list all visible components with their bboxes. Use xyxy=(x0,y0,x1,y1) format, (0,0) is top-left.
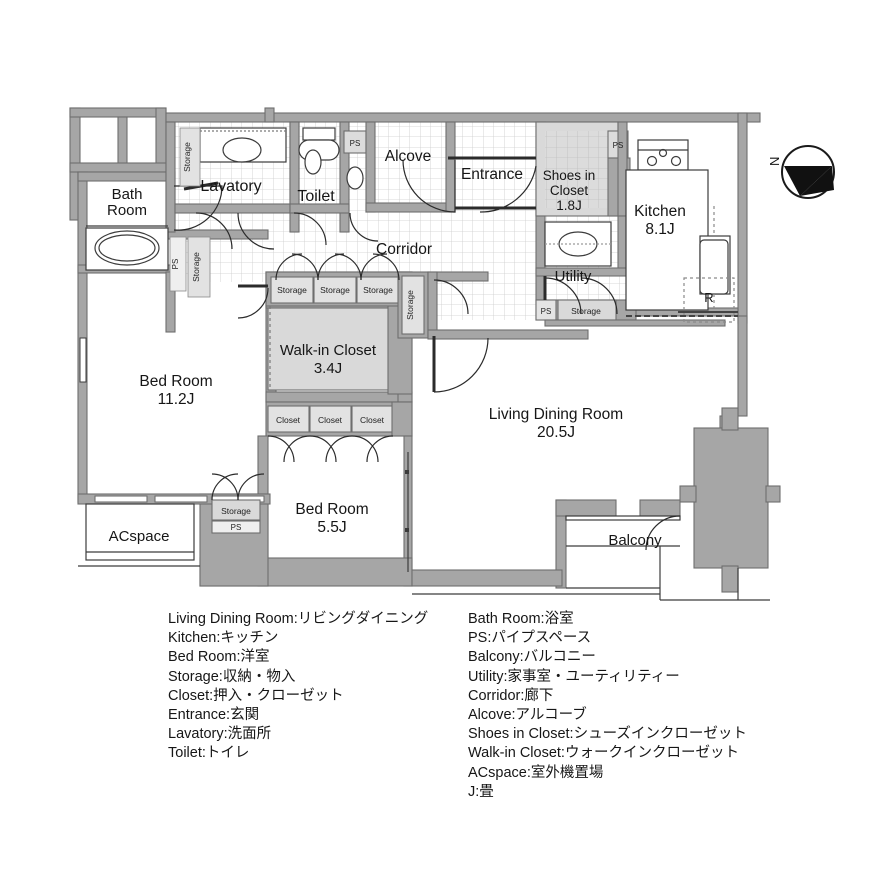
legend-item: PS:パイプスペース xyxy=(468,630,592,647)
legend-item: Shoes in Closet:シューズインクローゼット xyxy=(468,726,747,743)
compass-label: N xyxy=(767,157,782,166)
bathroom-label-line1: Bath xyxy=(112,186,143,203)
legend-item: Bath Room:浴室 xyxy=(468,611,574,627)
storage-label-bed2: Storage xyxy=(221,506,251,516)
kitchen-area: 8.1J xyxy=(645,221,674,238)
legend-item: Balcony:バルコニー xyxy=(468,649,596,666)
bedroom2-label: Bed Room xyxy=(295,501,368,518)
shoes-closet-label-line1: Shoes in xyxy=(543,168,596,183)
legend-item: Utility:家事室・ユーティリティー xyxy=(468,668,680,685)
legend-item: Storage:収納・物入 xyxy=(168,668,296,685)
north-arrow: N xyxy=(767,145,835,199)
shoes-closet-area: 1.8J xyxy=(556,198,582,213)
wic-area: 3.4J xyxy=(314,360,342,377)
bedroom2-area: 5.5J xyxy=(317,519,346,536)
corridor-label: Corridor xyxy=(376,241,432,258)
fixtures xyxy=(78,127,770,601)
wic-label: Walk-in Closet xyxy=(280,342,377,359)
bathroom-label-line2: Room xyxy=(107,202,147,219)
storage-labels: Storage PS Storage Storage Storage Stora… xyxy=(169,127,624,532)
legend-item: Kitchen:キッチン xyxy=(168,630,279,647)
storage-label-lavatory-top: Storage xyxy=(182,142,192,172)
ldr-area: 20.5J xyxy=(537,424,575,441)
bedroom1-label: Bed Room xyxy=(139,373,212,390)
legend-item: Alcove:アルコーブ xyxy=(468,706,587,723)
legend-item: J:畳 xyxy=(468,783,494,800)
lavatory-label: Lavatory xyxy=(200,178,261,195)
legend-right-column: Bath Room:浴室 PS:パイプスペース Balcony:バルコニー Ut… xyxy=(468,610,747,802)
utility-label: Utility xyxy=(555,268,592,285)
storage-label-left-vert: Storage xyxy=(191,252,201,282)
legend-item: Walk-in Closet:ウォークインクローゼット xyxy=(468,745,739,762)
closet-label-2: Closet xyxy=(318,415,343,425)
storage-label-corridor-vert: Storage xyxy=(405,290,415,320)
kitchen-label: Kitchen xyxy=(634,203,686,220)
door-swings xyxy=(173,156,681,551)
entrance-label: Entrance xyxy=(461,166,523,183)
ldr-label: Living Dining Room xyxy=(489,406,623,423)
storage-label-corridor-3: Storage xyxy=(363,285,393,295)
room-labels: Bath Room Lavatory Toilet Alcove Entranc… xyxy=(107,148,714,549)
legend-item: Corridor:廊下 xyxy=(468,687,554,704)
shoes-closet-label-line2: Closet xyxy=(550,183,589,198)
legend-item: Bed Room:洋室 xyxy=(168,649,270,666)
storage-label-utility: Storage xyxy=(571,306,601,316)
balcony-label: Balcony xyxy=(608,532,662,549)
bedroom1-area: 11.2J xyxy=(158,391,195,408)
ps-label-utility: PS xyxy=(541,307,552,316)
storage-label-corridor-1: Storage xyxy=(277,285,307,295)
ps-label-kitchen: PS xyxy=(613,141,624,150)
legend-left-column: Living Dining Room:リビングダイニング Kitchen:キッチ… xyxy=(168,610,428,764)
acspace-label: ACspace xyxy=(109,528,170,545)
legend-item: Entrance:玄関 xyxy=(168,706,260,723)
legend-item: ACspace:室外機置場 xyxy=(468,764,604,781)
storage-label-corridor-2: Storage xyxy=(320,285,350,295)
refrigerator-label: R xyxy=(704,290,713,305)
walls xyxy=(69,107,781,593)
legend-item: Lavatory:洗面所 xyxy=(168,726,272,743)
alcove-label: Alcove xyxy=(385,148,432,165)
legend-item: Closet:押入・クローゼット xyxy=(168,687,344,704)
closet-label-3: Closet xyxy=(360,415,385,425)
ps-label-left: PS xyxy=(171,259,180,270)
ps-label-toilet: PS xyxy=(350,139,361,148)
ps-label-bed2: PS xyxy=(231,523,242,532)
closet-label-1: Closet xyxy=(276,415,301,425)
legend-item: Living Dining Room:リビングダイニング xyxy=(168,611,429,627)
toilet-label: Toilet xyxy=(297,188,335,205)
ldr-floor xyxy=(408,320,666,550)
legend-item: Toilet:トイレ xyxy=(168,745,250,762)
